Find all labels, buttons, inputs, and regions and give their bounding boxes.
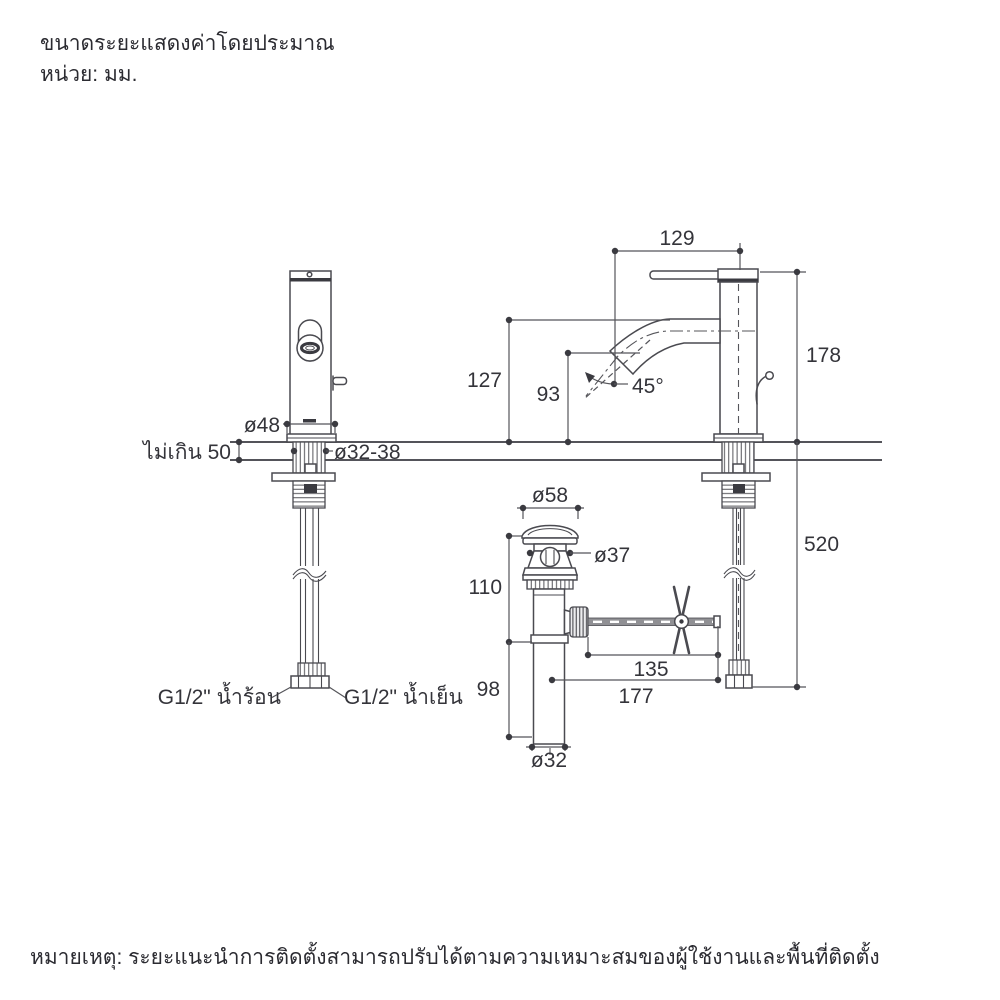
overflow-hole	[539, 546, 561, 568]
dim-spout-reach-label: 129	[659, 227, 694, 250]
header-approx-note: ขนาดระยะแสดงค่าโดยประมาณ	[40, 32, 335, 55]
dim-drain-flange-label: ø58	[532, 484, 568, 507]
rod-clamp-nut	[569, 606, 589, 638]
dim-outlet-height-label: 93	[537, 383, 560, 406]
dim-base-diameter-label: ø48	[244, 414, 280, 437]
drain-tailpipe	[532, 588, 566, 745]
supply-hoses	[299, 508, 320, 663]
spout-side	[608, 318, 721, 376]
dim-drain-upper-label: 110	[469, 576, 502, 599]
popup-cap	[521, 524, 579, 539]
header-unit: หน่วย: มม.	[40, 63, 138, 86]
dimension-annotations: 129 178 520 127 93	[141, 227, 841, 772]
drain-assembly	[521, 524, 721, 757]
dim-deck-thickness-label: ไม่เกิน 50	[141, 440, 231, 464]
dim-rod-reach-label: 135	[633, 658, 668, 681]
dim-hose-length-label: 520	[804, 533, 839, 556]
lift-rod-lever-side	[755, 375, 768, 405]
left-faucet-front-view	[270, 270, 348, 699]
dim-spout-angle-label: 45°	[632, 375, 664, 398]
dim-overflow-label: ø37	[594, 544, 630, 567]
dim-tail-diameter-label: ø32	[531, 749, 567, 772]
hot-supply-label: G1/2" น้ำร้อน	[158, 682, 281, 709]
countertop	[230, 441, 882, 461]
dim-tailpipe-label: 98	[477, 678, 500, 701]
installation-note: หมายเหตุ: ระยะแนะนำการติดตั้งสามารถปรับไ…	[30, 946, 880, 969]
dim-drain-offset-label: 177	[618, 685, 653, 708]
handle-lever	[649, 270, 723, 280]
right-faucet-side-view	[585, 268, 775, 689]
dim-hole-diameter-label: ø32-38	[334, 441, 401, 464]
dim-total-height-label: 178	[806, 344, 841, 367]
mounting-washer	[271, 472, 336, 482]
supply-hose-right	[732, 508, 745, 660]
drawing-header: ขนาดระยะแสดงค่าโดยประมาณ หน่วย: มม.	[40, 28, 335, 90]
dim-spout-top-height-label: 127	[467, 369, 502, 392]
cold-supply-label: G1/2" น้ำเย็น	[344, 682, 463, 709]
